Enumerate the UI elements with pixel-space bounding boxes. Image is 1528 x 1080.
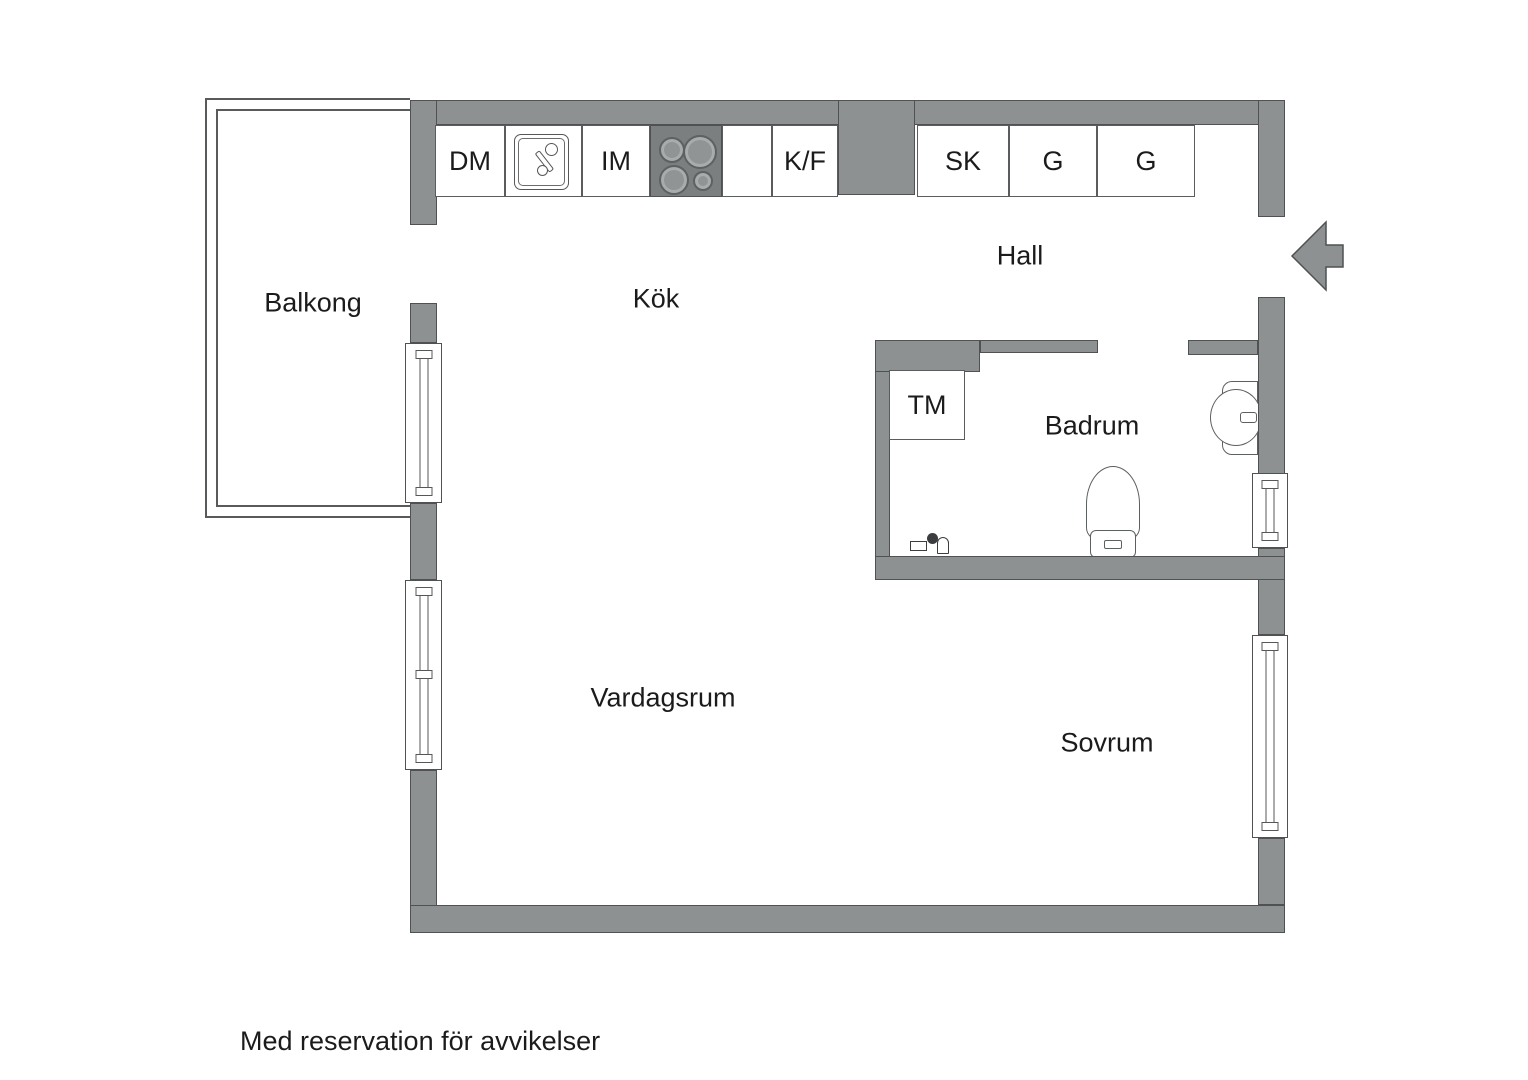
toilet-icon [1086,466,1140,542]
sink-drain-icon [537,165,548,176]
bathroom-window [1252,473,1288,548]
room-label-bathroom: Badrum [1044,410,1140,441]
kitchen-unit-dishwasher: DM [435,125,505,197]
entrance-arrow-icon [1290,220,1344,292]
window-frame-bar [1261,532,1279,541]
wall-right-top [1258,100,1285,217]
kitchen-unit-fridge-freezer: K/F [772,125,838,197]
room-label-living-room: Vardagsrum [590,682,736,713]
floor-drain-icon [910,541,927,551]
wall-left-lower [410,770,437,906]
kitchen-sink-icon [514,134,569,190]
sink-basin-icon [518,138,565,186]
window-glass-line [419,351,428,495]
fridge-freezer-label: K/F [783,145,826,176]
bathroom-unit-washing-machine: TM [889,370,965,440]
living-room-window [405,580,442,770]
window-glass-line [1265,481,1275,540]
window-frame-bar [1261,642,1279,651]
wall-bathroom-top-stub [1188,340,1258,355]
wardrobe-label: G [1042,145,1064,176]
closet-label: SK [944,145,982,176]
window-frame-bar [415,670,432,679]
kitchen-unit-induction: IM [582,125,650,197]
balcony-outer-line [205,98,410,518]
bedroom-window [1252,635,1288,838]
toilet-flush-button-icon [1104,540,1122,549]
window-frame-bar [415,754,432,763]
floor-drain-icon [927,533,938,544]
room-label-kitchen: Kök [632,283,680,314]
kitchen-unit-counter [722,125,772,197]
room-label-bedroom: Sovrum [1060,727,1154,758]
wall-left-stub [410,303,437,343]
wall-bathroom-bottom [875,556,1285,580]
wall-bathroom-left [875,340,890,570]
wardrobe-label: G [1135,145,1157,176]
sink-faucet-base-icon [545,143,558,156]
wall-kitchen-hall-divider [838,100,915,195]
window-frame-bar [1261,822,1279,831]
burner-icon [693,171,713,191]
burner-icon [683,135,717,169]
burner-icon [659,137,685,163]
window-frame-bar [415,587,432,596]
hall-unit-wardrobe-1: G [1009,125,1097,197]
wall-left-mid [410,503,437,580]
window-glass-line [1265,643,1275,830]
washing-machine-label: TM [907,389,947,420]
wall-left-upper [410,100,437,225]
wall-bathroom-top-corner [875,340,980,372]
window-frame-bar [415,350,432,359]
wall-bottom [410,905,1285,933]
wall-bathroom-top [980,340,1098,353]
hall-unit-wardrobe-2: G [1097,125,1195,197]
room-label-balcony: Balkong [264,287,362,318]
burner-icon [659,165,689,195]
wall-right-upper [1258,297,1285,475]
floor-drain-icon [937,537,949,554]
disclaimer-text: Med reservation för avvikelser [240,1026,601,1056]
stove-icon [650,125,722,197]
room-label-hall: Hall [996,240,1044,271]
window-frame-bar [415,487,432,496]
balcony-inner-line [216,109,410,507]
washbasin-tap-icon [1240,412,1257,423]
hall-unit-closet: SK [917,125,1009,197]
dishwasher-label: DM [449,145,491,176]
balcony-door-window [405,343,442,503]
induction-label: IM [601,145,631,176]
wall-right-lower [1258,838,1285,905]
window-frame-bar [1261,480,1279,489]
